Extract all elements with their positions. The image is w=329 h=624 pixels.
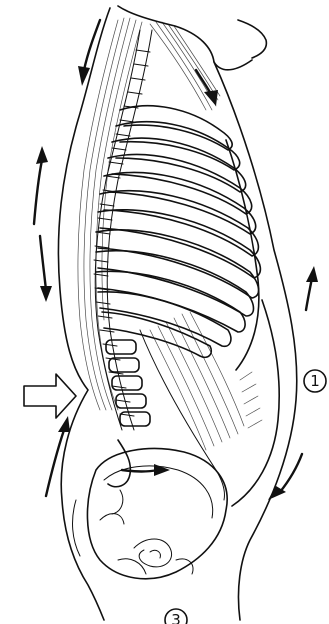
hip-detail	[73, 500, 80, 556]
back-muscle-strands	[78, 18, 142, 410]
sacrum	[108, 440, 130, 487]
rib	[108, 155, 252, 214]
circled-label-3: 3	[165, 609, 187, 624]
arrowhead-icon	[58, 416, 70, 432]
arrowhead-icon	[306, 266, 318, 282]
circled-label-1: 1	[304, 370, 326, 392]
lumbar-vertebrae	[106, 340, 150, 426]
back-body-contour	[58, 8, 110, 620]
label-3-text: 3	[171, 611, 181, 624]
arrowhead-icon	[36, 146, 48, 164]
arrowhead-icon	[40, 286, 52, 302]
front-body-contour	[118, 6, 252, 70]
rib	[104, 173, 256, 234]
label-1-text: 1	[310, 372, 320, 390]
push-arrow-icon	[24, 374, 76, 418]
arrowhead-icon	[204, 90, 218, 106]
shoulder-contour	[214, 62, 297, 620]
rib	[120, 106, 232, 150]
abdominal-muscle-hatching	[150, 312, 262, 450]
rib-cage	[96, 106, 260, 358]
rib	[100, 191, 258, 256]
arrowhead-icon	[154, 464, 170, 476]
neck-contour	[238, 20, 266, 58]
